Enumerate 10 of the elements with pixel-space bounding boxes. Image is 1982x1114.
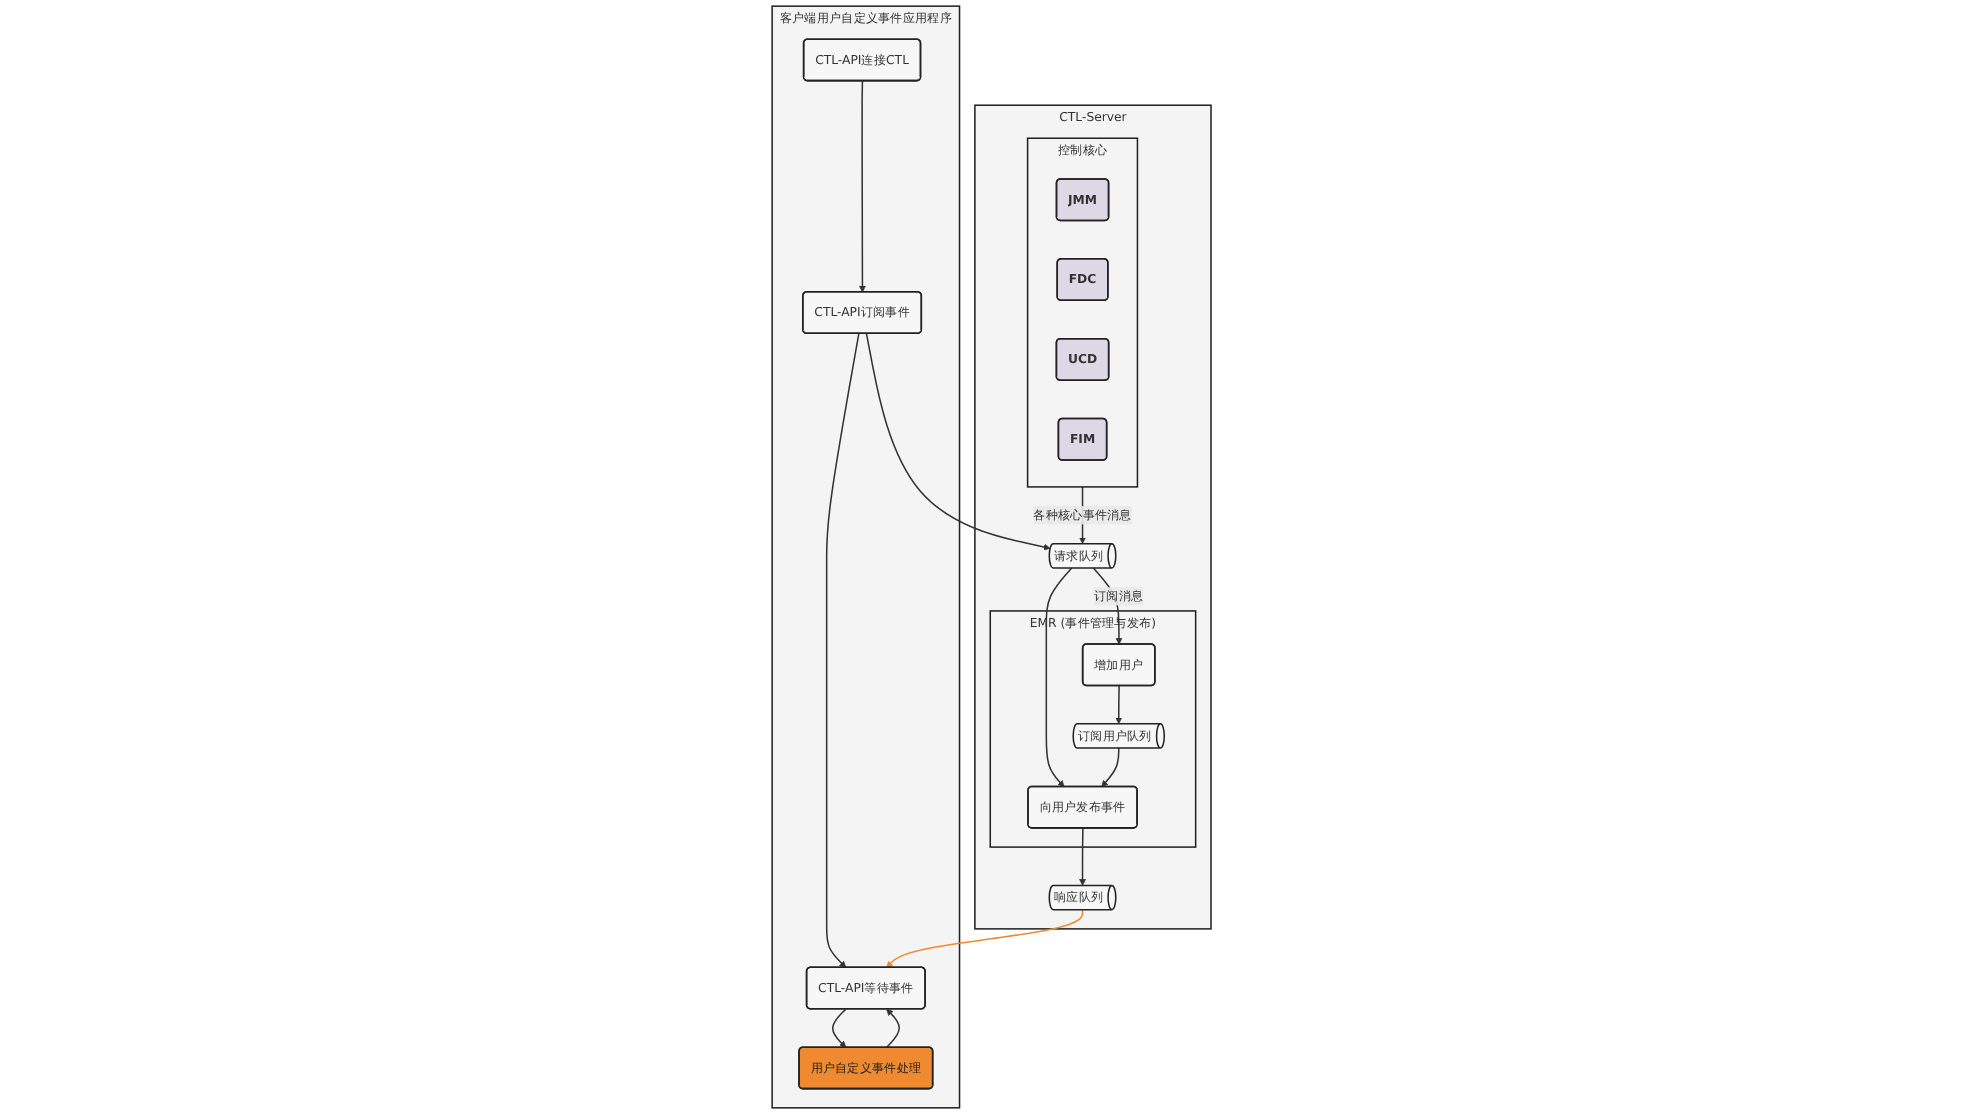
arrow <box>885 908 1083 968</box>
arrow <box>1114 685 1122 725</box>
arrow <box>885 1008 900 1049</box>
arrow <box>858 80 866 293</box>
arrow <box>1044 567 1072 788</box>
arrow <box>1078 827 1086 886</box>
arrow <box>865 332 1050 551</box>
arrow <box>831 1008 847 1048</box>
arrow <box>1100 747 1119 788</box>
arrow <box>825 332 859 968</box>
